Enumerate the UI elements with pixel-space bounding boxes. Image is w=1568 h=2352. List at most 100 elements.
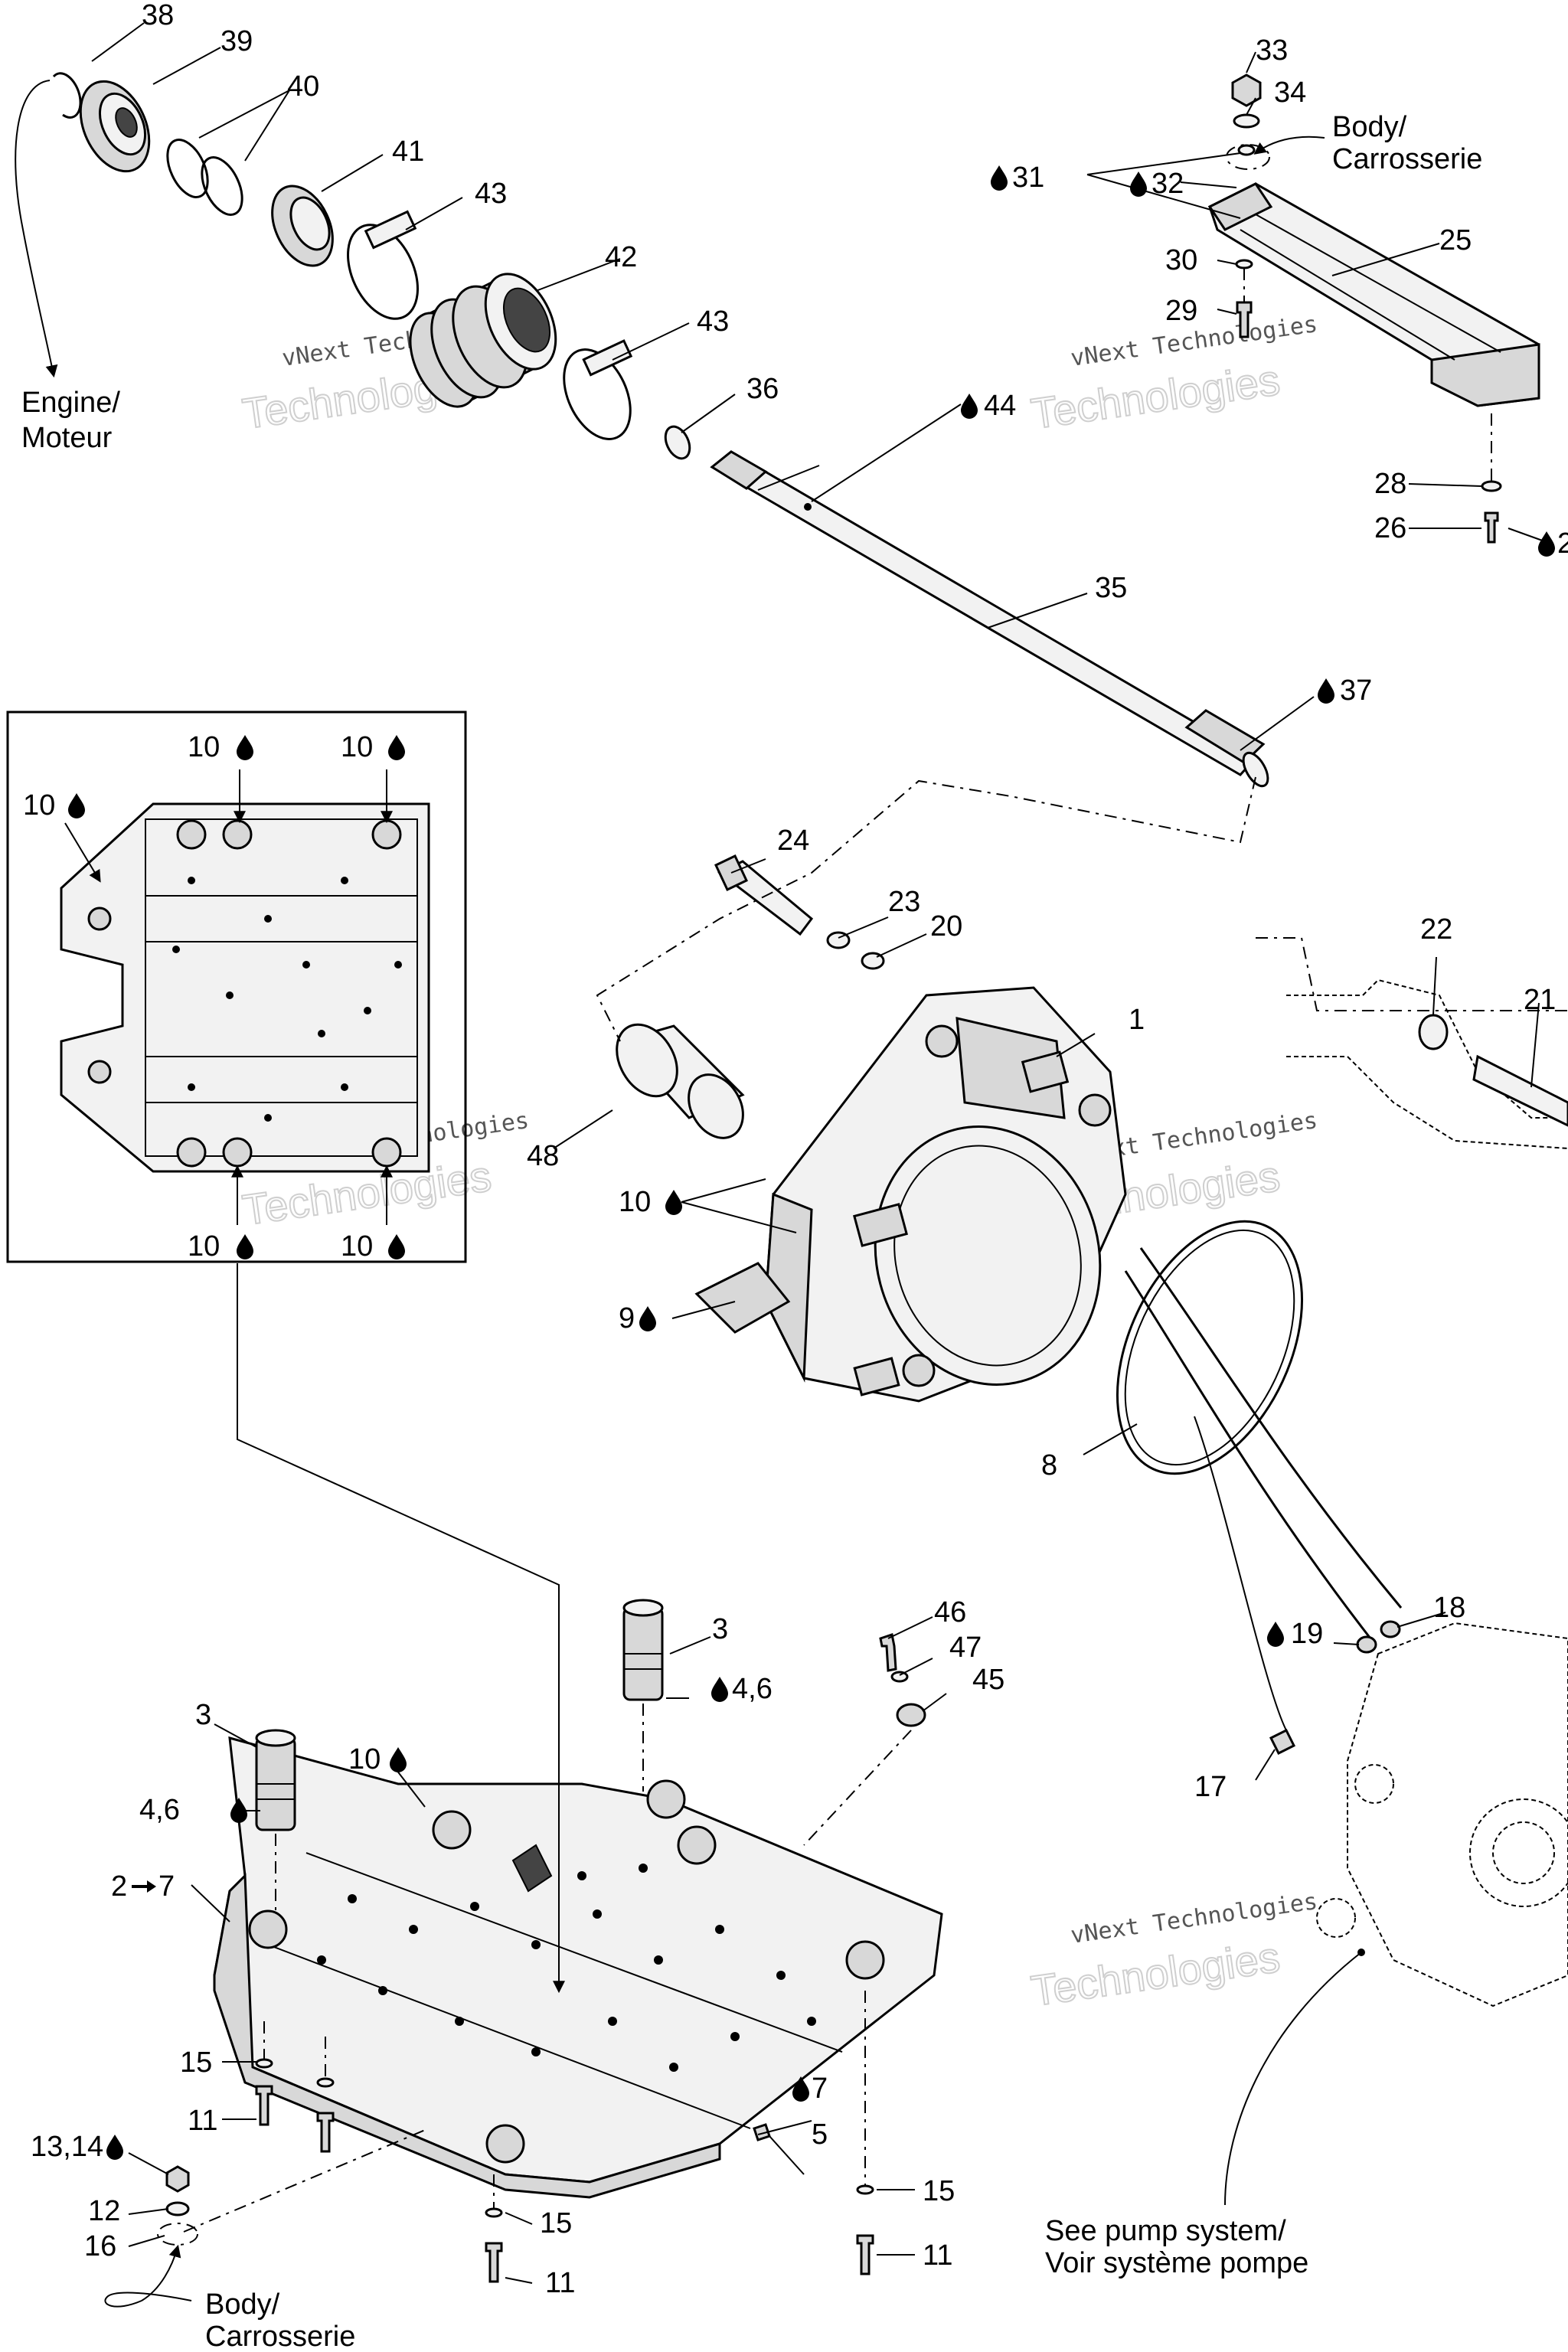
part-label-10: 10 <box>188 731 220 763</box>
pump-housing-group <box>596 776 1568 1475</box>
bolt-part <box>1236 301 1253 338</box>
part-label-30: 30 <box>1165 244 1197 276</box>
thrust-ring-part <box>271 185 334 267</box>
part-label-2: 2 <box>111 1870 127 1903</box>
nut-part <box>1231 74 1262 107</box>
part-label-37: 37 <box>1340 675 1372 707</box>
oil-drop-icon <box>388 1234 405 1259</box>
part-label-10: 10 <box>341 731 373 763</box>
part-label-29: 29 <box>1165 295 1197 327</box>
bolt-part <box>1472 1054 1568 1127</box>
washer-part <box>485 2207 503 2218</box>
rubber-boot-part <box>409 273 557 408</box>
insert-part <box>616 1023 745 1139</box>
oil-drop-icon <box>1130 172 1147 197</box>
washer-part <box>1418 1014 1449 1050</box>
bolt-part <box>255 2085 273 2126</box>
oil-drop-icon <box>237 1234 253 1259</box>
washer-part <box>1380 1620 1401 1638</box>
oil-drop-icon <box>68 793 85 818</box>
part-label-10: 10 <box>341 1230 373 1263</box>
washer-part <box>1233 113 1260 129</box>
part-label-22: 22 <box>1420 913 1452 946</box>
part-label-10: 10 <box>23 789 55 822</box>
washer-part <box>316 2077 335 2088</box>
wear-ring-part <box>1116 1220 1304 1475</box>
part-label-3: 3 <box>712 1613 728 1645</box>
fitting-part <box>255 1729 296 1831</box>
part-label-38: 38 <box>142 0 174 31</box>
part-label-45: 45 <box>972 1664 1004 1696</box>
oil-drop-icon <box>1318 678 1334 704</box>
part-label-43: 43 <box>475 178 507 210</box>
part-label-10: 10 <box>188 1230 220 1263</box>
washer-part <box>165 2201 190 2216</box>
part-label-1: 1 <box>1129 1004 1145 1036</box>
washer-part <box>1235 259 1253 270</box>
bushing-part <box>664 425 691 460</box>
part-label-4-6: 4,6 <box>139 1794 180 1826</box>
part-label-35: 35 <box>1095 572 1127 604</box>
part-label-4-6: 4,6 <box>732 1673 773 1705</box>
part-label-21: 21 <box>1524 984 1556 1016</box>
part-label-11: 11 <box>545 2267 575 2299</box>
oil-drop-icon <box>1538 531 1555 557</box>
engine-callout-line1: Engine/ <box>21 387 120 419</box>
part-label-13-14: 13,14 <box>31 2131 103 2163</box>
part-label-33: 33 <box>1256 34 1288 67</box>
part-label-26: 26 <box>1374 512 1406 544</box>
part-label-31: 31 <box>1012 162 1044 194</box>
fitting-part <box>1269 1728 1296 1756</box>
o-ring-part <box>166 139 209 198</box>
washer-part <box>1237 144 1256 156</box>
part-label-5: 5 <box>812 2118 828 2151</box>
part-label-27: 2 <box>1557 528 1568 560</box>
watermark-text: vNext Technologies <box>1069 1888 1319 1949</box>
part-label-9: 9 <box>619 1302 635 1334</box>
oil-drop-icon <box>639 1306 656 1331</box>
part-label-40: 40 <box>287 70 319 103</box>
pump-callout-line1: See pump system/ <box>1045 2215 1286 2247</box>
nut-part <box>165 2165 190 2193</box>
part-label-41: 41 <box>392 136 424 168</box>
oil-drop-icon <box>991 165 1008 191</box>
oil-drop-icon <box>237 735 253 760</box>
washer-part <box>255 2058 273 2069</box>
circlip-part <box>52 72 82 119</box>
part-label-42: 42 <box>605 241 637 273</box>
part-label-25: 25 <box>1439 224 1472 256</box>
part-label-3: 3 <box>195 1699 211 1731</box>
part-label-7: 7 <box>812 2073 828 2105</box>
part-label-47: 47 <box>949 1632 982 1664</box>
part-label-17: 17 <box>1194 1771 1227 1803</box>
part-label-15: 15 <box>540 2207 572 2239</box>
body-callout-line1: Body/ <box>1332 111 1407 143</box>
oil-drop-icon <box>711 1677 728 1702</box>
oil-drop-icon <box>665 1190 682 1215</box>
part-label-11: 11 <box>188 2105 217 2137</box>
engine-callout-line2: Moteur <box>21 422 113 454</box>
part-label-28: 28 <box>1374 468 1406 500</box>
part-labels: 38 39 40 41 43 42 43 36 44 35 37 Engine/… <box>21 0 1568 2352</box>
part-label-48: 48 <box>527 1140 559 1172</box>
grommet-part <box>896 1703 926 1727</box>
pump-callout-line2: Voir système pompe <box>1045 2247 1308 2279</box>
part-label-46: 46 <box>934 1596 966 1628</box>
part-label-44: 44 <box>984 390 1016 422</box>
part-label-19: 19 <box>1291 1618 1323 1650</box>
bolt-part <box>1484 511 1499 544</box>
ride-plate-inset <box>6 710 467 1263</box>
part-label-20: 20 <box>930 910 962 942</box>
leader-lines <box>15 22 1547 2308</box>
part-label-7: 7 <box>158 1870 175 1903</box>
engine-coupling-group <box>52 72 691 460</box>
part-label-43: 43 <box>697 305 729 338</box>
part-label-11: 11 <box>923 2239 952 2272</box>
fitting-part <box>622 1599 664 1701</box>
oil-drop-icon <box>106 2135 123 2160</box>
bolt-part <box>316 2112 335 2153</box>
part-label-23: 23 <box>888 886 920 918</box>
arrow-right-icon <box>132 1880 156 1893</box>
watermark-text: Technologies <box>1028 1932 1282 2015</box>
